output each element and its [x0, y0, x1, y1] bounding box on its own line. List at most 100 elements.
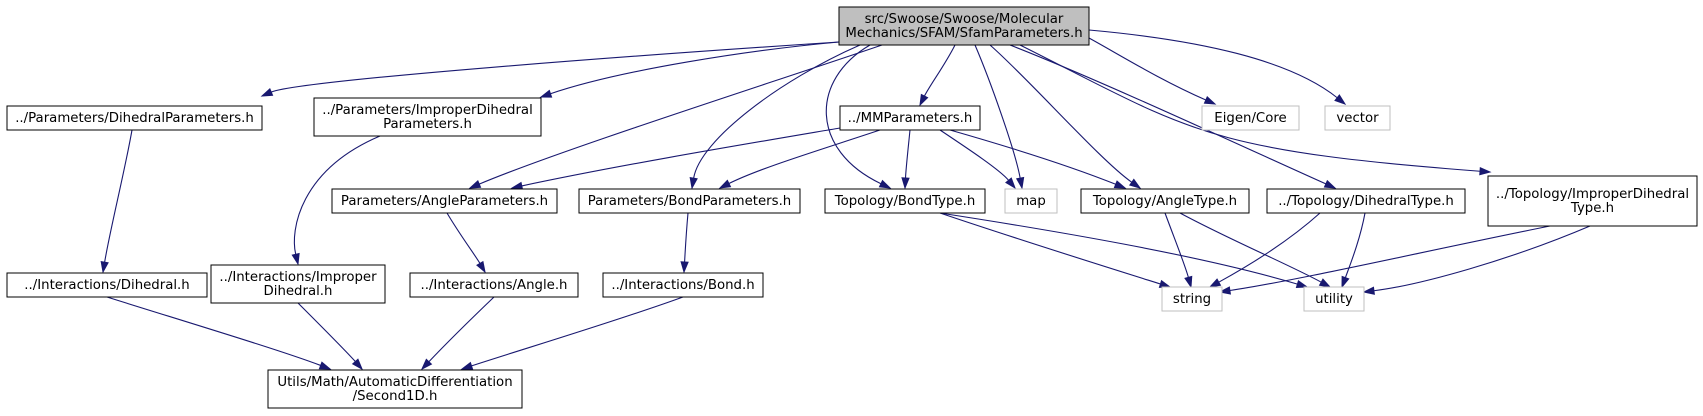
edge-arrowhead — [1323, 179, 1337, 189]
edge-root-to-dihedral_type — [1009, 44, 1337, 189]
node-box — [331, 188, 558, 214]
node-label-line: Topology/BondType.h — [834, 194, 976, 209]
edge-root-to-bond_type — [825, 44, 892, 189]
node-box — [1487, 175, 1698, 227]
node-bond_params[interactable]: Parameters/BondParameters.h — [578, 188, 801, 214]
edge-root-to-mm_params — [919, 44, 956, 107]
node-label-line: map — [1016, 194, 1046, 209]
node-box — [210, 264, 386, 304]
edge-line — [478, 44, 883, 185]
edge-arrowhead — [1362, 286, 1375, 295]
edge-line — [1088, 37, 1207, 101]
node-label-line: Parameters/AngleParameters.h — [341, 194, 548, 209]
edge-int_dihedral-to-second1d — [106, 296, 332, 370]
edge-arrowhead — [420, 358, 433, 371]
edge-improper_params-to-int_improper — [291, 135, 381, 266]
edge-line — [271, 41, 840, 93]
edge-line — [974, 44, 1021, 179]
edge-line — [1088, 29, 1338, 99]
node-label-line: Type.h — [1570, 201, 1614, 216]
node-dihedral_type[interactable]: ../Topology/DihedralType.h — [1266, 188, 1466, 214]
node-box — [313, 97, 542, 137]
edge-bond_type-to-utility — [939, 212, 1309, 289]
edge-arrowhead — [100, 260, 109, 274]
edge-root-to-improper_type — [1019, 44, 1492, 176]
edge-line — [104, 129, 133, 263]
edge-arrowhead — [1295, 279, 1309, 289]
node-box — [1324, 105, 1391, 131]
node-second1d[interactable]: Utils/Math/AutomaticDifferentiation/Seco… — [267, 369, 523, 409]
node-int_improper[interactable]: ../Interactions/ImproperDihedral.h — [210, 264, 386, 304]
edge-root-to-dihedral_params — [260, 41, 840, 97]
edge-bond_params-to-int_bond — [680, 212, 689, 274]
edge-root-to-improper_params — [539, 41, 840, 98]
node-label-line: ../Topology/DihedralType.h — [1278, 194, 1454, 209]
edge-line — [693, 44, 861, 179]
edge-arrowhead — [1184, 275, 1193, 289]
node-int_dihedral[interactable]: ../Interactions/Dihedral.h — [6, 272, 208, 298]
edge-root-to-angle_type — [989, 44, 1142, 189]
node-label-line: string — [1173, 292, 1211, 307]
node-root[interactable]: src/Swoose/Swoose/MolecularMechanics/SFA… — [838, 6, 1090, 46]
edge-line — [923, 44, 956, 97]
edge-arrowhead — [539, 89, 553, 98]
node-bond_type[interactable]: Topology/BondType.h — [824, 188, 986, 214]
edge-arrowhead — [510, 181, 524, 190]
node-label-line: Dihedral.h — [264, 284, 333, 299]
edge-improper_type-to-utility — [1362, 225, 1591, 295]
node-improper_params[interactable]: ../Parameters/ImproperDihedralParameters… — [313, 97, 542, 137]
node-dihedral_params[interactable]: ../Parameters/DihedralParameters.h — [6, 105, 263, 131]
node-int_angle[interactable]: ../Interactions/Angle.h — [409, 272, 579, 298]
node-box — [6, 105, 263, 131]
edge-root-to-vector — [1088, 29, 1347, 105]
node-box — [838, 6, 1090, 46]
node-angle_type[interactable]: Topology/AngleType.h — [1080, 188, 1250, 214]
edge-line — [1019, 44, 1481, 172]
node-string[interactable]: string — [1161, 286, 1223, 312]
edges-layer — [100, 29, 1591, 371]
node-label-line: ../Parameters/DihedralParameters.h — [15, 111, 254, 126]
nodes-layer: src/Swoose/Swoose/MolecularMechanics/SFA… — [6, 6, 1698, 409]
node-label-line: Eigen/Core — [1214, 111, 1286, 126]
edge-line — [550, 41, 840, 95]
edge-line — [939, 129, 1010, 181]
node-box — [1303, 286, 1365, 312]
node-box — [839, 105, 981, 131]
edge-int_improper-to-second1d — [297, 302, 364, 371]
edge-arrowhead — [718, 179, 732, 189]
edge-line — [1344, 212, 1366, 278]
node-box — [1266, 188, 1466, 214]
edge-angle_type-to-string — [1164, 212, 1193, 289]
edge-arrowhead — [351, 358, 364, 371]
edge-line — [446, 212, 481, 264]
edge-arrowhead — [878, 179, 892, 189]
node-mm_params[interactable]: ../MMParameters.h — [839, 105, 981, 131]
edge-line — [728, 129, 881, 185]
node-box — [409, 272, 579, 298]
edge-line — [521, 127, 841, 187]
node-label-line: src/Swoose/Swoose/Molecular — [865, 12, 1064, 27]
edge-root-to-eigen_core — [1088, 37, 1217, 105]
node-label-line: ../Parameters/ImproperDihedral — [322, 103, 533, 118]
node-eigen_core[interactable]: Eigen/Core — [1201, 105, 1300, 131]
edge-arrowhead — [1158, 279, 1172, 288]
edge-line — [428, 296, 495, 363]
node-int_bond[interactable]: ../Interactions/Bond.h — [602, 272, 764, 298]
node-label-line: utility — [1315, 292, 1353, 307]
edge-arrowhead — [1334, 94, 1347, 105]
node-map[interactable]: map — [1004, 188, 1058, 214]
edge-line — [684, 212, 689, 263]
edge-line — [297, 302, 356, 362]
node-label-line: ../Interactions/Dihedral.h — [24, 278, 189, 293]
node-box — [1080, 188, 1250, 214]
edge-dihedral_params-to-int_dihedral — [100, 129, 133, 274]
node-utility[interactable]: utility — [1303, 286, 1365, 312]
edge-arrowhead — [1113, 180, 1127, 189]
node-vector[interactable]: vector — [1324, 105, 1391, 131]
edge-mm_params-to-bond_type — [901, 129, 911, 190]
edge-mm_params-to-angle_params — [510, 127, 841, 190]
node-angle_params[interactable]: Parameters/AngleParameters.h — [331, 188, 558, 214]
node-label-line: ../MMParameters.h — [848, 111, 973, 126]
